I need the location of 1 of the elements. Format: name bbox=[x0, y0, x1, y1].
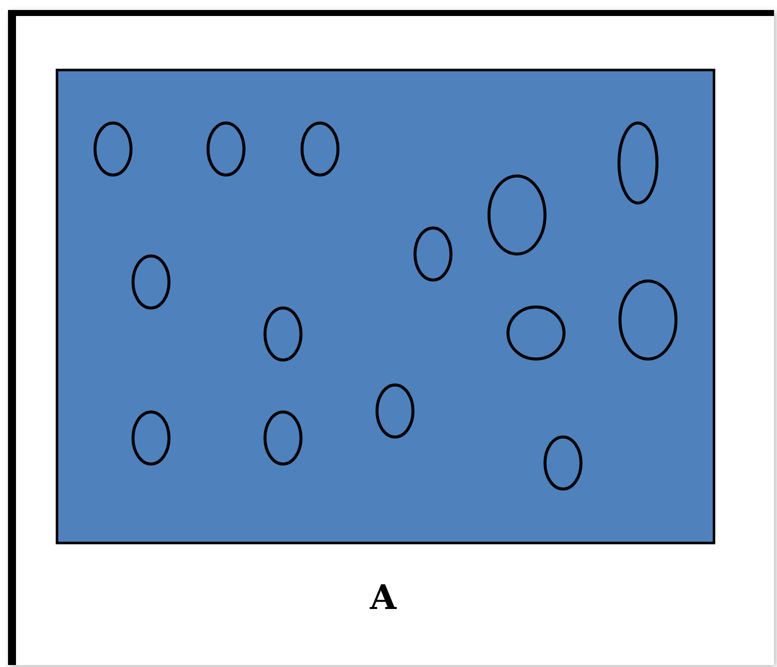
caption: A bbox=[370, 578, 396, 618]
